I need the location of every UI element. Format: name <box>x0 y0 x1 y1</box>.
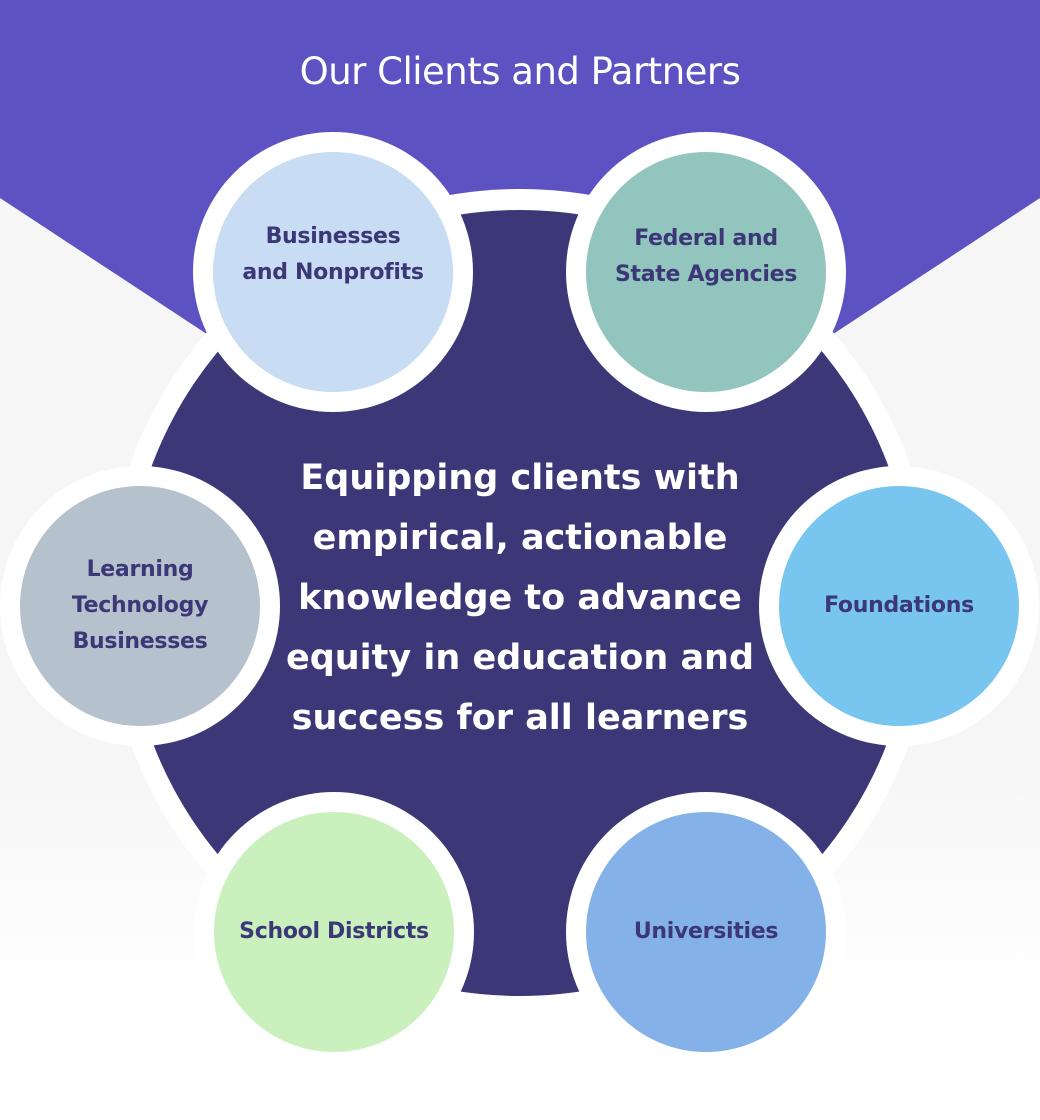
node-label: Learning Technology Businesses <box>71 557 209 654</box>
node-circle: Universities <box>586 812 826 1052</box>
center-statement-line: knowledge to advance <box>298 578 742 618</box>
node-learning-technology-businesses: Learning Technology Businesses <box>0 466 280 746</box>
node-circle: Foundations <box>779 486 1019 726</box>
node-circle: Businesses and Nonprofits <box>213 152 453 392</box>
node-label: Universities <box>633 919 779 944</box>
diagram-title: Our Clients and Partners <box>299 50 741 93</box>
node-circle: School Districts <box>214 812 454 1052</box>
node-businesses-nonprofits: Businesses and Nonprofits <box>193 132 473 412</box>
node-label: Businesses and Nonprofits <box>242 224 424 285</box>
node-school-districts: School Districts <box>194 792 474 1072</box>
node-label: School Districts <box>239 919 429 944</box>
center-statement-line: empirical, actionable <box>312 518 728 558</box>
node-circle: Federal and State Agencies <box>586 152 826 392</box>
node-federal-state-agencies: Federal and State Agencies <box>566 132 846 412</box>
node-label: Federal and State Agencies <box>614 226 798 287</box>
center-statement: Equipping clients with empirical, action… <box>270 448 770 748</box>
center-statement-line: Equipping clients with <box>300 458 740 498</box>
node-universities: Universities <box>566 792 846 1072</box>
center-statement-line: equity in education and <box>285 638 755 678</box>
node-foundations: Foundations <box>759 466 1039 746</box>
center-statement-line: success for all learners <box>291 698 749 738</box>
node-label: Foundations <box>824 593 974 618</box>
node-circle: Learning Technology Businesses <box>20 486 260 726</box>
